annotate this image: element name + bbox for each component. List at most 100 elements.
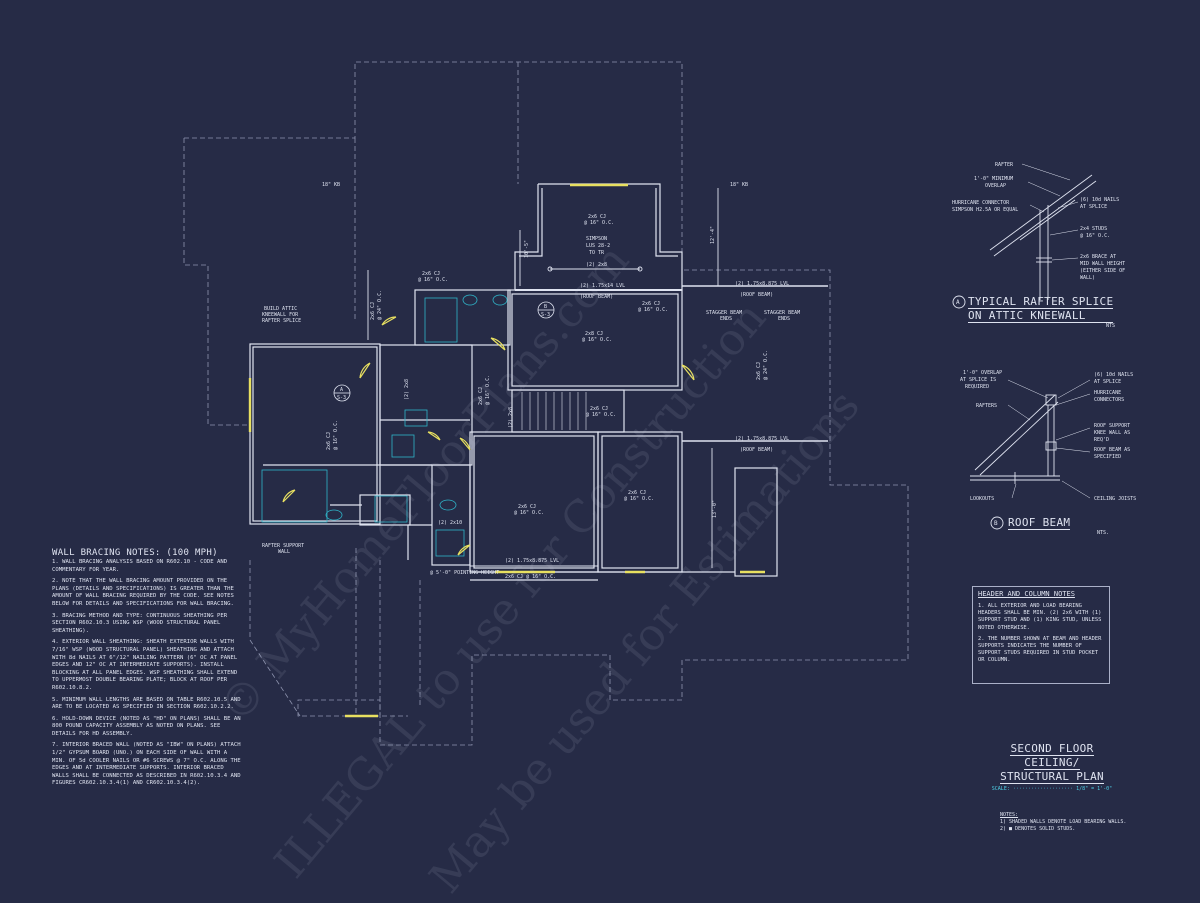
db-rafters: RAFTERS xyxy=(976,403,997,409)
wall-label: WALL xyxy=(278,549,290,555)
da-overlap2: OVERLAP xyxy=(985,183,1006,189)
da-brace3: (EITHER SIDE OF xyxy=(1080,268,1125,274)
da-nails2: AT SPLICE xyxy=(1080,204,1107,210)
section-markers xyxy=(333,301,555,402)
oc-label-stair: @ 16" O.C. xyxy=(586,412,616,418)
rafter-splice-label: RAFTER SPLICE xyxy=(262,318,301,324)
wall-bracing-item: 5. MINIMUM WALL LENGTHS ARE BASED ON TAB… xyxy=(52,696,241,711)
db-joists: CEILING JOISTS xyxy=(1094,496,1136,502)
da-hurricane2: SIMPSON H2.5A OR EQUAL xyxy=(952,207,1018,213)
dim-12-4: 12'-4" xyxy=(710,226,716,244)
detail-b-nts: NTS. xyxy=(1097,530,1110,536)
db-beam1: ROOF BEAM AS xyxy=(1094,447,1130,453)
footnotes: NOTES: 1) SHADED WALLS DENOTE LOAD BEARI… xyxy=(1000,812,1160,833)
wall-bracing-title: WALL BRACING NOTES: (100 MPH) xyxy=(52,548,218,558)
two-2x8-lower-rot: (2) 2x8 xyxy=(508,407,514,428)
db-nails2: AT SPLICE xyxy=(1094,379,1121,385)
cj-label-mid: 2x6 CJ xyxy=(642,301,660,307)
header-column-item: 1. ALL EXTERIOR AND LOAD BEARING HEADERS… xyxy=(978,603,1102,631)
roof-beam-label-1: (ROOF BEAM) xyxy=(580,294,613,300)
lvl-875-label-b: (2) 1.75x8.875 LVL xyxy=(735,436,789,442)
oc-label-bath: @ 16" O.C. xyxy=(418,277,448,283)
db-hurr2: CONNECTORS xyxy=(1094,397,1124,403)
detail-a-title-line1: TYPICAL RAFTER SPLICE xyxy=(968,295,1114,309)
header-column-title: HEADER AND COLUMN NOTES xyxy=(978,590,1075,598)
wall-bracing-item: 1. WALL BRACING ANALYSIS BASED ON R602.1… xyxy=(52,559,228,573)
da-nails1: (6) 10d NAILS xyxy=(1080,197,1119,203)
kneewall-for-label: KNEEWALL FOR xyxy=(262,312,299,318)
db-knee2: KNEE WALL AS xyxy=(1094,430,1130,436)
detail-a-marker: A xyxy=(956,299,960,306)
detail-a-nts: NTS xyxy=(1106,323,1116,329)
detail-a-title: TYPICAL RAFTER SPLICE ON ATTIC KNEEWALL xyxy=(968,295,1114,323)
cj-24-left-rot: 2x6 CJ xyxy=(370,302,376,320)
build-attic-label: BUILD ATTIC xyxy=(264,306,297,312)
sheet-title-line1: SECOND FLOOR CEILING/ xyxy=(1010,742,1094,770)
ends-label-b: ENDS xyxy=(778,316,790,322)
cj-label-bath: 2x6 CJ xyxy=(422,271,440,277)
da-hurricane1: HURRICANE CONNECTOR xyxy=(952,200,1010,206)
detail-a-leaders xyxy=(1021,163,1079,261)
oc-label-top: @ 16" O.C. xyxy=(584,220,614,226)
header-column-notes: HEADER AND COLUMN NOTES 1. ALL EXTERIOR … xyxy=(972,586,1110,684)
roof-outline-dashed xyxy=(183,61,909,746)
sk-label-2: 18" KB xyxy=(730,182,748,188)
db-overlap2: AT SPLICE IS xyxy=(960,377,996,383)
footnote-item: 1) SHADED WALLS DENOTE LOAD BEARING WALL… xyxy=(1000,819,1127,825)
da-brace1: 2x6 BRACE AT xyxy=(1080,254,1116,260)
detail-b-marker: B xyxy=(994,520,998,527)
da-brace4: WALL) xyxy=(1080,275,1095,281)
wall-bracing-item: 6. HOLD-DOWN DEVICE (NOTED AS "HD" ON PL… xyxy=(52,715,241,737)
dim-10-5: 10'-5" xyxy=(524,240,530,258)
windows-doors xyxy=(248,183,765,718)
db-hurr1: HURRICANE xyxy=(1094,390,1121,396)
stagger-label-b: STAGGER BEAM xyxy=(764,310,800,316)
cj-label-left-rot: 2x6 CJ xyxy=(326,432,332,450)
cj-label-stair: 2x6 CJ xyxy=(590,406,608,412)
stair-treads xyxy=(521,392,587,430)
db-beam2: SPECIFIED xyxy=(1094,454,1121,460)
da-overlap1: 1'-0" MINIMUM xyxy=(974,176,1013,182)
db-overlap1: 1'-0" OVERLAP xyxy=(963,370,1002,376)
beam-lines xyxy=(367,188,828,568)
detail-a-marker-circle xyxy=(952,295,966,309)
db-overlap3: REQUIRED xyxy=(965,384,989,390)
oc-label-bed2: @ 16" O.C. xyxy=(514,510,544,516)
da-brace2: MID WALL HEIGHT xyxy=(1080,261,1125,267)
bot-cj-label: 2x6 CJ @ 16" O.C. xyxy=(505,574,556,580)
wall-bracing-item: 2. NOTE THAT THE WALL BRACING AMOUNT PRO… xyxy=(52,578,234,607)
rafter-support-label: RAFTER SUPPORT xyxy=(262,543,304,549)
oc-label-mid: @ 16" O.C. xyxy=(638,307,668,313)
db-lookouts: LOOKOUTS xyxy=(970,496,994,502)
oc-label-left-rot: @ 16" O.C. xyxy=(333,420,339,450)
db-nails1: (6) 10d NAILS xyxy=(1094,372,1133,378)
dim-13-0: 13'-0" xyxy=(712,500,718,518)
oc-label-2x8: @ 16" O.C. xyxy=(582,337,612,343)
lvl-14-label: (2) 1.75x14 LVL xyxy=(580,283,625,289)
header-column-item: 2. THE NUMBER SHOWN AT BEAM AND HEADER S… xyxy=(978,635,1102,664)
lus-label: LUS 28-2 xyxy=(586,243,610,249)
detail-a-title-line2: ON ATTIC KNEEWALL xyxy=(968,309,1114,323)
oc-label-bed3: @ 16" O.C. xyxy=(624,496,654,502)
detail-b-drawing xyxy=(970,394,1060,484)
to-tr-label: TO TR xyxy=(589,250,605,256)
da-rafter: RAFTER xyxy=(995,162,1014,168)
da-studs1: 2x4 STUDS xyxy=(1080,226,1107,232)
wall-bracing-notes: WALL BRACING NOTES: (100 MPH) 1. WALL BR… xyxy=(52,548,242,792)
tag-s3-a-plan: S-3 xyxy=(337,395,346,401)
footnote-item: 2) ■ DENOTES SOLID STUDS. xyxy=(1000,826,1076,832)
two-2x10-label: (2) 2x10 xyxy=(438,520,462,526)
two-2x8-side-rot: (2) 2x8 xyxy=(404,379,410,400)
pointing-height-label: @ 5'-0" POINTING HEIGHT xyxy=(430,570,499,576)
stagger-label-a: STAGGER BEAM xyxy=(706,310,742,316)
detail-b-title: ROOF BEAM xyxy=(1008,516,1071,530)
walls xyxy=(249,183,778,581)
sheet-scale: SCALE: ···················· 1/8" = 1'-0" xyxy=(991,786,1113,792)
plumbing-fixtures xyxy=(261,294,508,557)
simpson-label: SIMPSON xyxy=(586,236,607,242)
da-studs2: @ 16" O.C. xyxy=(1080,233,1110,239)
cj-label-top: 2x6 CJ xyxy=(588,214,606,220)
roof-beam-label-2: (ROOF BEAM) xyxy=(740,292,773,298)
detail-b-leaders xyxy=(1007,379,1091,499)
